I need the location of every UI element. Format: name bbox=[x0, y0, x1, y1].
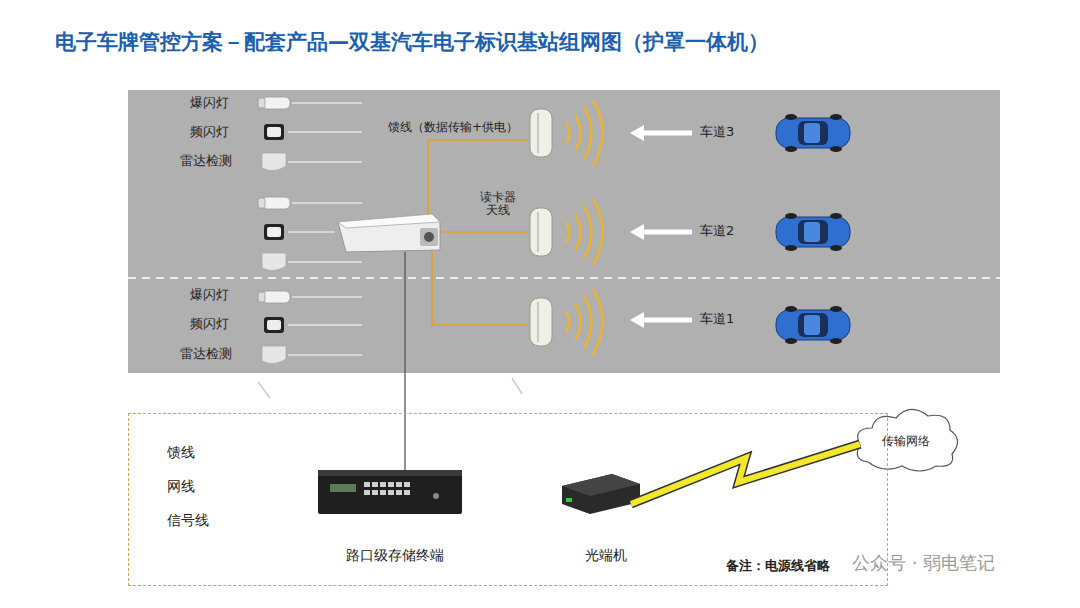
lane-label: 车道2 bbox=[700, 223, 734, 239]
lane-label: 车道1 bbox=[700, 311, 734, 327]
light-label: 爆闪灯 bbox=[190, 287, 229, 303]
note-text: 备注：电源线省略 bbox=[726, 558, 830, 574]
node-text: 路口级存储终端 bbox=[346, 547, 444, 564]
node-text: 光端机 bbox=[585, 547, 627, 564]
lightning-link bbox=[631, 444, 860, 504]
light-label: 频闪灯 bbox=[190, 316, 229, 332]
feeder-label: 馈线（数据传输+供电） bbox=[388, 120, 518, 134]
network-cloud: 传输网络 bbox=[856, 410, 956, 472]
wire-type-label: 信号线 bbox=[167, 512, 209, 529]
radar-label: 雷达检测 bbox=[180, 346, 232, 362]
light-label: 频闪灯 bbox=[190, 124, 229, 140]
optical-terminal: 光端机 bbox=[541, 466, 671, 570]
diagram-title: 电子车牌管控方案－配套产品—双基汽车电子标识基站组网图（护罩一体机） bbox=[55, 30, 769, 55]
radar-label: 雷达检测 bbox=[180, 153, 232, 169]
wire-type-label: 网线 bbox=[167, 478, 195, 495]
storage-terminal: 路口级存储终端 bbox=[315, 466, 475, 570]
wire-type-label: 馈线 bbox=[167, 444, 195, 461]
node-text: 传输网络 bbox=[882, 434, 930, 448]
lane-label: 车道3 bbox=[700, 124, 734, 140]
watermark: 公众号 · 弱电笔记 bbox=[852, 552, 995, 574]
region-box: 馈线网线信号线路口级存储终端 光端机 bbox=[128, 413, 888, 586]
light-label: 爆闪灯 bbox=[190, 95, 229, 111]
antenna-label: 读卡器天线 bbox=[478, 191, 518, 217]
